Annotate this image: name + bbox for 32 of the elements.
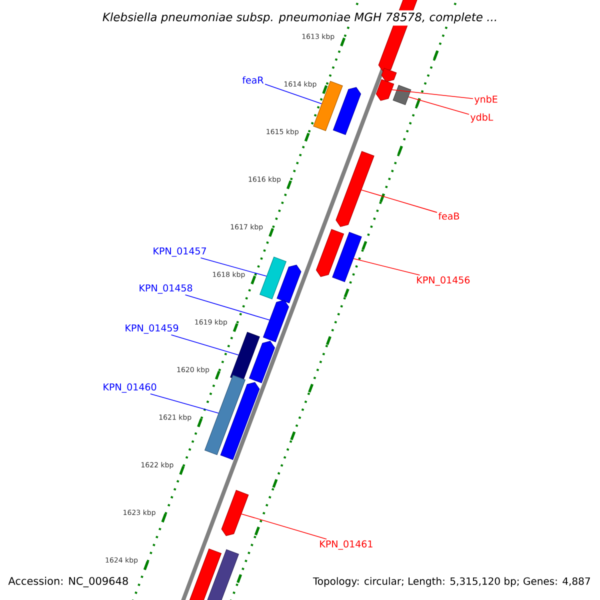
gene-label: KPN_01460 (104, 383, 156, 393)
gene-label: feaB (438, 212, 460, 220)
leader-line (392, 89, 474, 99)
gene-block (332, 232, 362, 282)
gene-label: ydbL (470, 113, 494, 123)
title: Klebsiella pneumoniae subsp. pneumoniae MGH 78578, complete ... (100, 10, 500, 26)
leader-line (241, 514, 327, 540)
gene-label: feaR (242, 76, 264, 84)
gene-label: KPN_01457 (154, 247, 206, 257)
genome-info-text: Topology: circular; Length: 5,315,120 bp; Genes: 4,887 (312, 576, 592, 588)
gene-label: KPN_01458 (140, 284, 192, 294)
leader-line (170, 334, 239, 356)
leader-line (150, 393, 219, 414)
leader-line (200, 257, 267, 277)
leader-line (264, 84, 322, 104)
gene-block (276, 264, 302, 304)
gene-block (332, 87, 362, 136)
gene-label: ynbE (474, 95, 498, 105)
gene-label: KPN_01459 (126, 324, 178, 334)
gene-block (336, 150, 374, 227)
leader-line (408, 96, 470, 115)
leader-line (353, 258, 420, 276)
gene-block (381, 68, 397, 82)
gene-block (392, 84, 412, 106)
accession-text: Accession: NC_009648 (7, 576, 130, 588)
gene-label: KPN_01456 (417, 276, 470, 286)
leader-line (184, 294, 270, 320)
leader-line (361, 190, 438, 213)
gene-block (316, 229, 344, 277)
gene-label: KPN_01461 (320, 540, 372, 550)
gene-block (376, 79, 394, 101)
gene-block (220, 382, 260, 460)
